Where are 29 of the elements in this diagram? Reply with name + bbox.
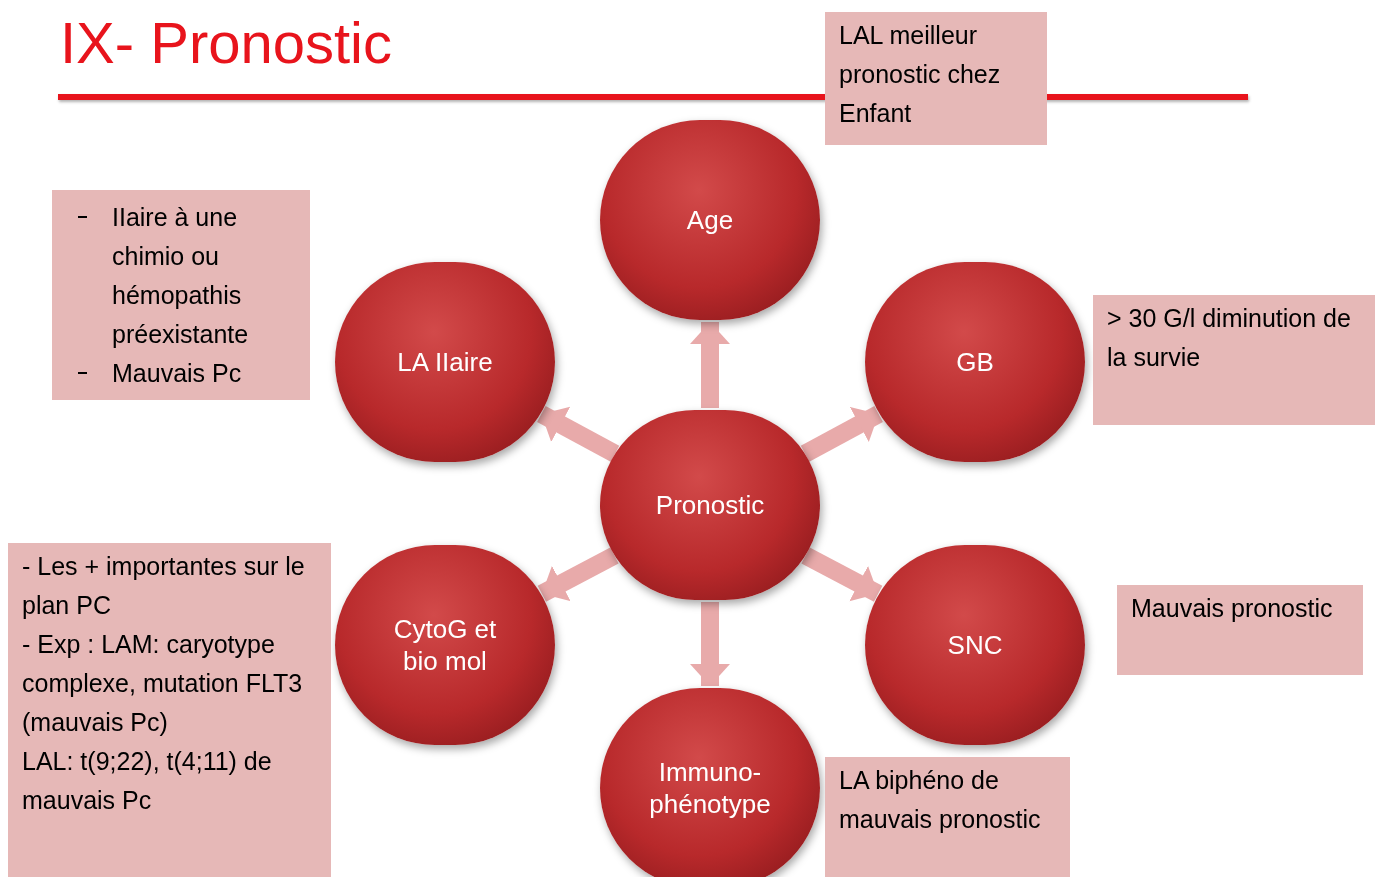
block-arrow [801, 547, 883, 602]
block-arrow [690, 602, 730, 686]
title: IX- Pronostic [60, 9, 392, 77]
list-item: Mauvais Pc [112, 358, 242, 389]
block-arrow [800, 406, 883, 462]
box-text: > 30 G/l diminution de la survie [1107, 303, 1352, 373]
block-arrow [537, 406, 620, 462]
node-text: Pronostic [655, 489, 765, 521]
node-text: LA IIaire [397, 346, 493, 378]
text-box [8, 543, 331, 877]
node-text: Immuno-phénotype [648, 756, 772, 820]
node-text: Age [686, 204, 734, 236]
box-text: LAL: t(9;22), t(4;11) de mauvais Pc [22, 746, 273, 816]
box-text: LA biphéno de mauvais pronostic [839, 765, 1042, 835]
text-box [52, 190, 310, 400]
box-text: - Les + importantes sur le plan PC [22, 551, 306, 621]
box-text: - Exp : LAM: caryotype complexe, mutation FLT3 (mauvais Pc) [22, 629, 304, 738]
text-box [825, 12, 1047, 145]
box-text: Mauvais pronostic [1131, 593, 1334, 624]
node-text: CytoG et bio mol [392, 613, 498, 677]
text-box [1117, 585, 1363, 675]
block-arrow [690, 322, 730, 408]
text-box [825, 757, 1070, 877]
box-text: LAL meilleur pronostic chez Enfant [839, 20, 1002, 129]
text-box [1093, 295, 1375, 425]
block-arrow [537, 547, 619, 602]
node-text: GB [956, 346, 994, 378]
node-text: SNC [947, 629, 1003, 661]
list-item: IIaire à une chimio ou hémopathis préexistante [112, 202, 250, 350]
